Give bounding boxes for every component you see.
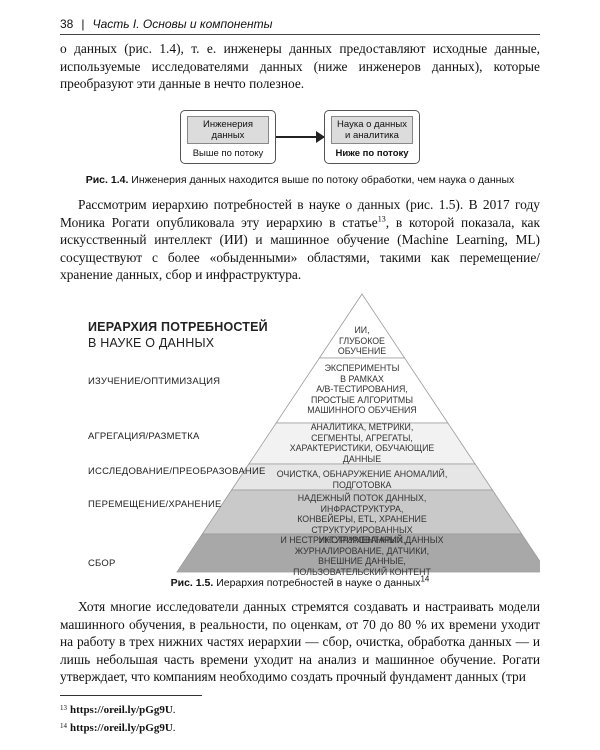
stage-move-store: ПЕРЕМЕЩЕНИЕ/ХРАНЕНИЕ	[88, 499, 222, 510]
data-engineering-label: Инженерия данных	[187, 116, 269, 144]
footnote-link[interactable]: https://oreil.ly/pGg9U	[70, 722, 173, 734]
data-science-label: Наука о данных и аналитика	[331, 116, 413, 144]
running-header: 38 | Часть I. Основы и компоненты	[60, 14, 540, 35]
pyramid-diagram	[176, 293, 540, 573]
upstream-label: Выше по потоку	[192, 148, 264, 159]
paragraph-intro: о данных (рис. 1.4), т. е. инженеры данн…	[60, 41, 540, 92]
tier-analytics: АНАЛИТИКА, МЕТРИКИ, СЕГМЕНТЫ, АГРЕГАТЫ, …	[289, 422, 435, 464]
stage-learn-optimize: ИЗУЧЕНИЕ/ОПТИМИЗАЦИЯ	[88, 376, 221, 387]
pyramid-title: ИЕРАРХИЯ ПОТРЕБНОСТЕЙ	[88, 320, 268, 334]
paragraph-hierarchy-text-b: , в которой показала, как искусственный …	[60, 214, 540, 283]
footnote-link[interactable]: https://oreil.ly/pGg9U	[70, 704, 173, 716]
footnote-ref-14[interactable]: 14	[420, 574, 430, 584]
header-separator: |	[81, 17, 85, 31]
tier-instrumentation: ИНСТРУМЕНТАРИЙ, ЖУРНАЛИРОВАНИЕ, ДАТЧИКИ,…	[293, 535, 431, 577]
figure-1-5-caption: Рис. 1.5. Иерархия потребностей в науке …	[60, 574, 540, 589]
data-engineering-box: Инженерия данных Выше по потоку	[180, 110, 276, 164]
downstream-label: Ниже по потоку	[335, 148, 409, 159]
tier-cleaning: ОЧИСТКА, ОБНАРУЖЕНИЕ АНОМАЛИЙ, ПОДГОТОВК…	[276, 469, 448, 490]
page-number: 38	[60, 17, 74, 31]
running-title: Часть I. Основы и компоненты	[92, 17, 273, 31]
footnote-number: 14	[60, 722, 67, 730]
stage-explore-transform: ИССЛЕДОВАНИЕ/ПРЕОБРАЗОВАНИЕ	[88, 466, 266, 477]
data-science-box: Наука о данных и аналитика Ниже по поток…	[324, 110, 420, 164]
stage-collect: СБОР	[88, 558, 116, 569]
caption-number: Рис. 1.5.	[170, 577, 214, 589]
tier-experiments: ЭКСПЕРИМЕНТЫ В РАМКАХ A/B-ТЕСТИРОВАНИЯ, …	[307, 363, 417, 416]
footnote-divider	[60, 695, 202, 696]
paragraph-time-spent: Хотя многие исследователи данных стремят…	[60, 599, 540, 685]
footnote-number: 13	[60, 704, 67, 712]
tier-6-shape	[176, 533, 540, 573]
footnote-ref-13[interactable]: 13	[377, 214, 386, 224]
footnote-end: .	[172, 704, 176, 716]
pyramid-subtitle: В НАУКЕ О ДАННЫХ	[88, 336, 215, 350]
figure-1-4-caption: Рис. 1.4. Инженерия данных находится выш…	[60, 174, 540, 186]
stage-aggregate-label: АГРЕГАЦИЯ/РАЗМЕТКА	[88, 431, 200, 442]
tier-ai-deep-learning: ИИ, ГЛУБОКОЕ ОБУЧЕНИЕ	[337, 325, 387, 357]
footnote-end: .	[172, 722, 176, 734]
paragraph-hierarchy-text-a: Рассмотрим иерархию потребностей в науке…	[60, 197, 540, 230]
figure-needs-pyramid: ИЕРАРХИЯ ПОТРЕБНОСТЕЙ В НАУКЕ О ДАННЫХ И…	[80, 288, 540, 578]
figure-upstream-downstream: Инженерия данных Выше по потоку Наука о …	[60, 100, 540, 170]
caption-text: Инженерия данных находится выше по поток…	[131, 174, 515, 186]
caption-text: Иерархия потребностей в науке о данных	[216, 577, 421, 589]
paragraph-hierarchy: Рассмотрим иерархию потребностей в науке…	[60, 196, 540, 284]
tier-infrastructure: НАДЕЖНЫЙ ПОТОК ДАННЫХ, ИНФРАСТРУКТУРА, К…	[280, 493, 444, 546]
right-arrow-icon	[276, 131, 325, 143]
caption-number: Рис. 1.4.	[85, 174, 129, 186]
